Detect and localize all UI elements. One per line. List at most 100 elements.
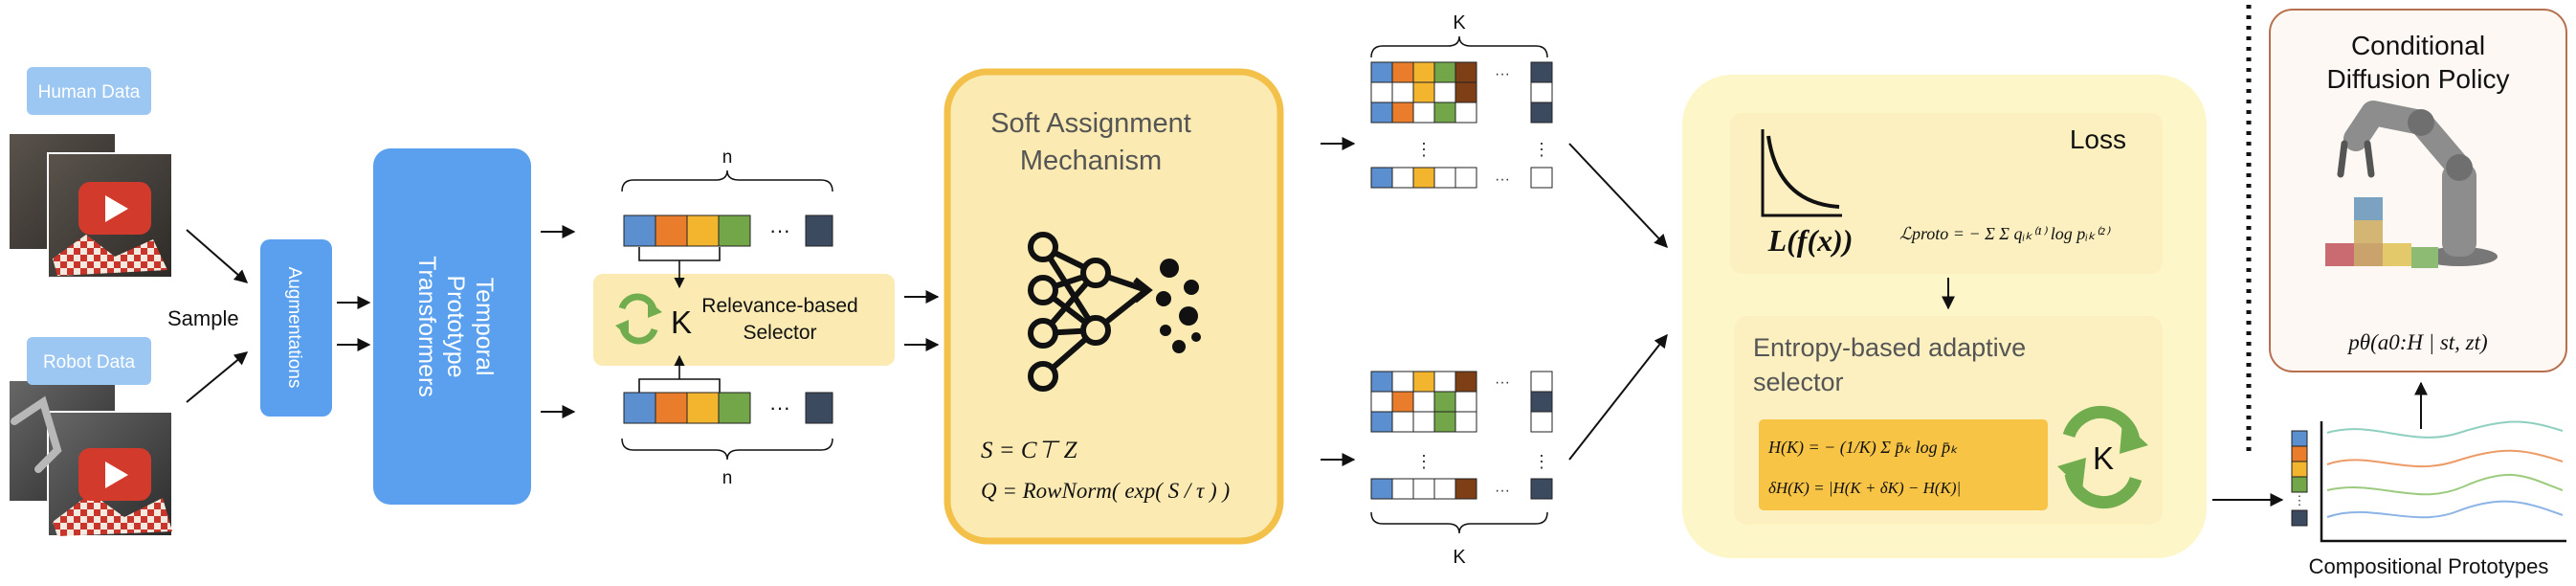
matrix-cells <box>1370 371 1553 500</box>
policy-box <box>2269 9 2567 372</box>
selector-k: K <box>671 304 692 340</box>
robot-data-group: Robot Data <box>10 337 173 537</box>
matrix-ellipsis: ··· <box>1495 66 1510 82</box>
proto-cell <box>655 392 688 424</box>
recycle-icon <box>2057 405 2148 509</box>
entropy-equation-box <box>1759 419 2048 510</box>
policy-title-2: Diffusion Policy <box>2327 64 2510 94</box>
relevance-selector: K Relevance-based Selector <box>593 247 895 393</box>
n-label-bottom: n <box>722 468 733 488</box>
entropy-k: K <box>2093 440 2114 476</box>
soft-eq-q: Q = RowNorm( exp( S / τ ) ) <box>981 479 1230 503</box>
neural-network-icon <box>1028 232 1153 392</box>
transformer-block <box>373 148 531 505</box>
n-label-top: n <box>722 147 733 168</box>
row-ellipsis: ··· <box>769 395 790 419</box>
policy-equation: pθ(a0:H | st, zt) <box>2346 330 2487 354</box>
column-vdots: ⋮ <box>2294 493 2306 507</box>
proto-cell <box>718 392 751 424</box>
proto-cell <box>655 214 688 247</box>
entropy-title-2: selector <box>1753 368 1844 396</box>
loss-subbox <box>1730 113 2163 274</box>
brace-k-bottom <box>1370 511 1548 534</box>
soft-assignment-box <box>944 68 1284 545</box>
brace-k-top <box>1370 35 1548 58</box>
k-label-bottom: K <box>1453 547 1466 568</box>
proto-cell <box>686 214 720 247</box>
proto-cell <box>805 392 833 424</box>
feature-dots <box>1156 259 1201 353</box>
soft-title-2: Mechanism <box>1020 146 1162 176</box>
human-data-group: Human Data <box>10 67 173 279</box>
arrow-human-to-aug <box>186 229 249 283</box>
proto-cell <box>805 214 833 247</box>
entropy-eq-2: δH(K) = |H(K + δK) − H(K)| <box>1768 479 1961 497</box>
arrow-matrix-top-to-loss <box>1568 143 1668 249</box>
proto-cell <box>623 214 656 247</box>
play-icon <box>78 448 151 501</box>
soft-title-1: Soft Assignment <box>990 108 1191 139</box>
matrix-cells <box>1370 61 1553 189</box>
prototype-column <box>2291 430 2308 527</box>
matrix-vdots: ⋮ <box>1533 452 1550 471</box>
recycle-icon <box>615 293 662 345</box>
matrix-vdots: ⋮ <box>1415 140 1432 159</box>
entropy-eq-1: H(K) = − (1/K) Σ p̄ₖ log p̄ₖ <box>1767 438 1958 458</box>
compositional-prototypes: ⋮ Compositional Prototypes <box>2291 420 2566 578</box>
transformer-label-1: Temporal <box>471 278 498 376</box>
wave-green <box>2326 473 2564 496</box>
selector-label-2: Selector <box>743 322 816 344</box>
matrix-ellipsis: ··· <box>1495 483 1510 499</box>
assignment-matrix-bottom: ··· ··· ⋮ ⋮ K <box>1370 371 1553 568</box>
loss-panel: Loss L(f(x)) ℒproto = − Σ Σ qᵢₖ⁽¹⁾ log p… <box>1682 75 2207 558</box>
arrow-robot-to-aug <box>186 351 249 403</box>
augmentations-block <box>260 239 332 417</box>
prototype-row-top: n ··· <box>621 147 833 247</box>
augmentations-label: Augmentations <box>284 267 304 389</box>
matrix-ellipsis: ··· <box>1495 171 1510 188</box>
prototype-row-bottom: ··· n <box>621 392 833 488</box>
brace-top <box>621 169 833 192</box>
transformer-label-3: Transformers <box>413 256 440 397</box>
human-towel <box>53 235 167 276</box>
row-ellipsis: ··· <box>769 218 790 242</box>
robot-towel <box>53 493 172 536</box>
merge-arrow-bottom <box>638 356 721 393</box>
entropy-title-1: Entropy-based adaptive <box>1753 333 2026 362</box>
assignment-matrix-top: K ··· ··· ⋮ ⋮ <box>1370 12 1553 189</box>
compositional-label: Compositional Prototypes <box>2309 554 2549 578</box>
robot-arm-icon <box>2325 101 2498 268</box>
human-data-label-box <box>27 67 151 115</box>
selector-label-1: Relevance-based <box>701 295 857 317</box>
robot-data-label: Robot Data <box>43 352 136 372</box>
matrix-ellipsis: ··· <box>1495 374 1510 391</box>
diffusion-policy-panel: Conditional Diffusion Policy pθ(a0:H | s… <box>2269 9 2567 372</box>
sample-label: Sample <box>167 306 239 330</box>
policy-title-1: Conditional <box>2351 31 2485 60</box>
loss-title: Loss <box>2070 124 2126 154</box>
human-data-label: Human Data <box>38 82 141 102</box>
robot-data-label-box <box>27 337 151 385</box>
wave-orange <box>2326 449 2564 468</box>
k-label-top: K <box>1453 12 1466 34</box>
selector-box <box>593 274 895 366</box>
play-icon <box>78 182 151 235</box>
wave-teal <box>2326 420 2564 439</box>
loss-equation: ℒproto = − Σ Σ qᵢₖ⁽¹⁾ log pᵢₖ⁽²⁾ <box>1899 224 2111 243</box>
merge-arrow-top <box>638 247 721 287</box>
wave-blue <box>2326 500 2564 519</box>
proto-cell <box>686 392 720 424</box>
arrow-matrix-bottom-to-loss <box>1568 333 1668 461</box>
loss-func: L(f(x)) <box>1767 223 1854 258</box>
matrix-vdots: ⋮ <box>1533 140 1550 159</box>
brace-bottom <box>621 438 833 461</box>
robot-arm-photo <box>11 395 62 473</box>
soft-assignment-block: Soft Assignment Mechanism <box>944 68 1284 545</box>
loss-curve-icon <box>1761 129 1842 217</box>
transformer-label-2: Prototype <box>442 275 469 377</box>
proto-cell <box>718 214 751 247</box>
soft-eq-s: S = C⊤ Z <box>981 438 1078 463</box>
matrix-vdots: ⋮ <box>1415 452 1432 471</box>
proto-cell <box>623 392 656 424</box>
